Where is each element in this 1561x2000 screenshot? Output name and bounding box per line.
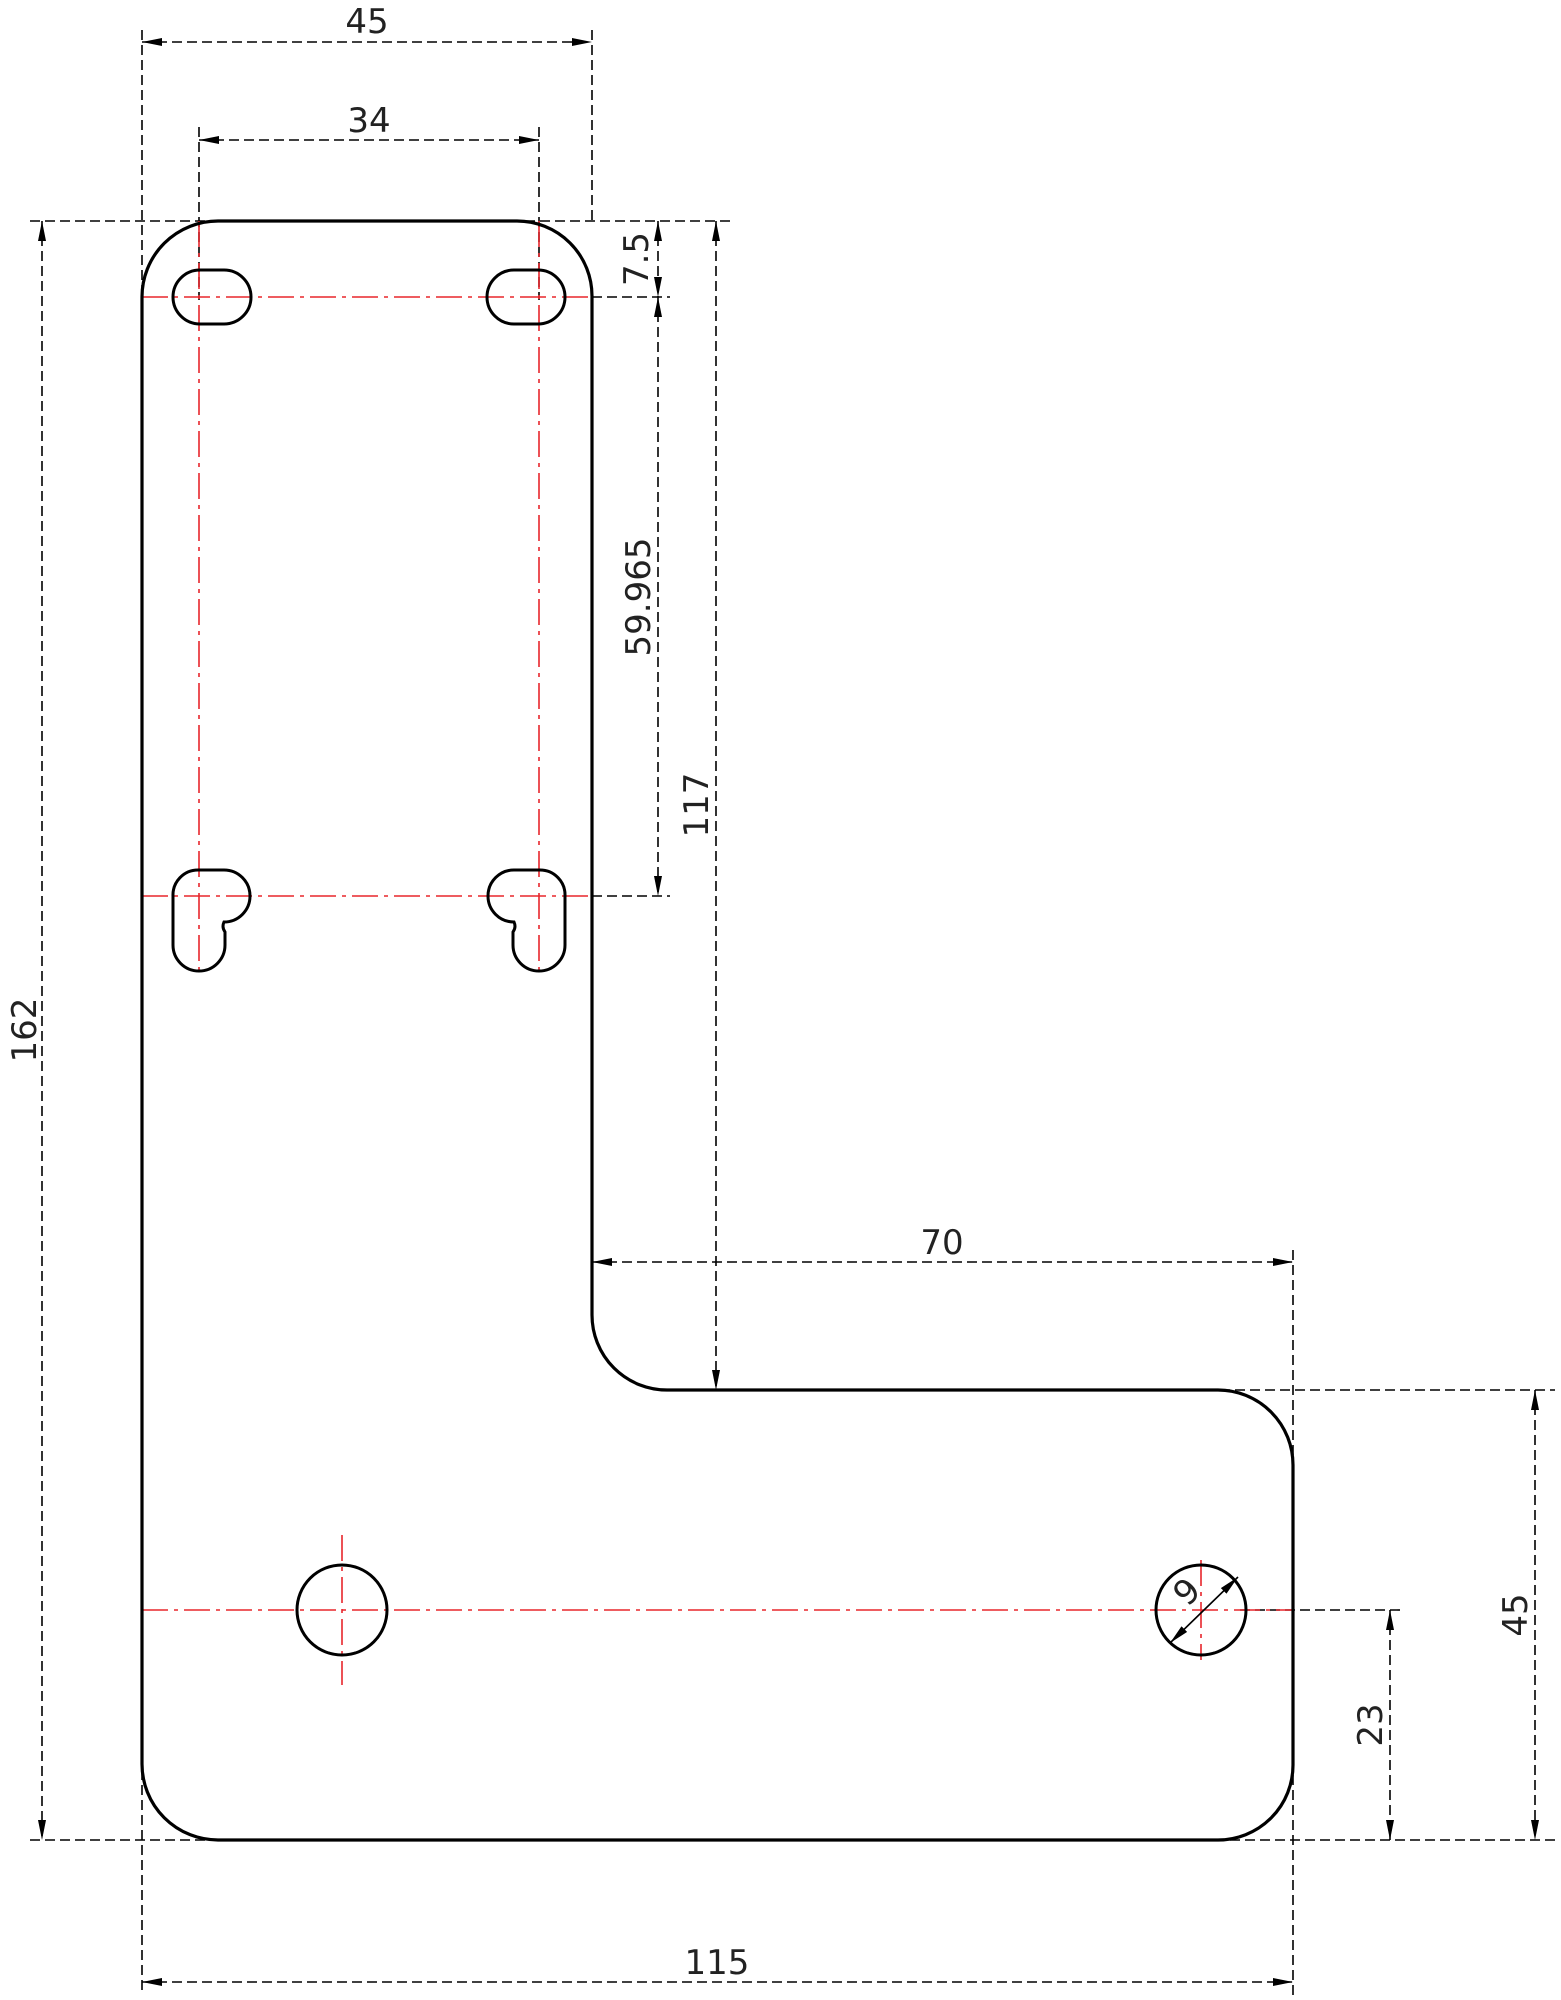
bottom-right-hole [1154,1563,1248,1657]
bottom-left-hole [295,1563,389,1657]
centerlines [142,221,1293,1685]
hole-diameter-leader [1169,1576,1239,1644]
dimension-lines [38,38,1539,1986]
bottom-holes [295,1563,1248,1657]
dim-leg-width: 70 [920,1223,963,1263]
top-slots [171,268,567,326]
dim-total-width: 115 [685,1943,750,1983]
dim-slot-spacing: 34 [347,101,390,141]
dim-slot-vertical: 59.965 [619,538,659,657]
top-left-slot [171,268,253,326]
part-outline [140,219,1295,1842]
dimension-labels: 45 34 7.5 59.965 117 162 70 45 23 115 9 [5,2,1536,1983]
dim-top-width: 45 [345,2,388,42]
dim-total-height: 162 [5,998,45,1063]
dim-inner-height: 117 [677,773,717,838]
dim-leg-height: 45 [1496,1593,1536,1636]
right-keyhole-slot [486,868,567,973]
dim-top-offset: 7.5 [617,232,657,286]
left-keyhole-slot [171,868,252,973]
keyhole-slots [171,868,567,973]
extension-lines [30,30,1555,1995]
top-right-slot [485,268,567,326]
dim-hole-offset: 23 [1351,1703,1391,1746]
